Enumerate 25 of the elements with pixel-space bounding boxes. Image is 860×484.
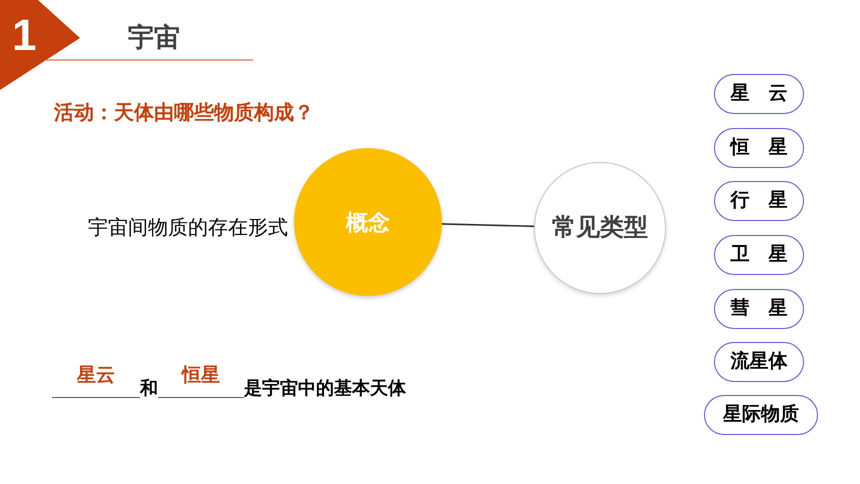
pill-label: 恒 星 bbox=[730, 136, 788, 160]
circle-label: 概念 bbox=[346, 208, 390, 236]
definition-text: 宇宙间物质的存在形式 bbox=[88, 218, 288, 238]
sentence-text: 是宇宙中的基本天体 bbox=[244, 379, 406, 398]
type-pill bbox=[714, 128, 804, 168]
section-title: 宇宙 bbox=[128, 24, 180, 50]
type-pill bbox=[714, 74, 804, 114]
type-pill bbox=[714, 235, 804, 275]
type-pill bbox=[704, 395, 818, 435]
type-pill bbox=[714, 181, 804, 221]
pill-label: 行 星 bbox=[730, 188, 788, 213]
pill-label: 流星体 bbox=[730, 350, 788, 374]
pill-label: 星 云 bbox=[730, 82, 788, 106]
pill-label: 星际物质 bbox=[723, 402, 799, 427]
circle-label: 常见类型 bbox=[552, 213, 648, 243]
section-number: 1 bbox=[12, 14, 36, 58]
type-pill bbox=[714, 289, 804, 329]
pill-label: 彗 星 bbox=[730, 296, 788, 321]
fill-in-line: 恒星 bbox=[158, 366, 244, 398]
fill-in-line: 星云 bbox=[52, 366, 140, 398]
activity-question: 活动：天体由哪些物质构成？ bbox=[54, 103, 314, 123]
sentence-text: 和 bbox=[140, 379, 158, 398]
pill-label: 卫 星 bbox=[730, 242, 788, 267]
connector-line bbox=[442, 223, 534, 228]
type-pill bbox=[714, 342, 804, 382]
